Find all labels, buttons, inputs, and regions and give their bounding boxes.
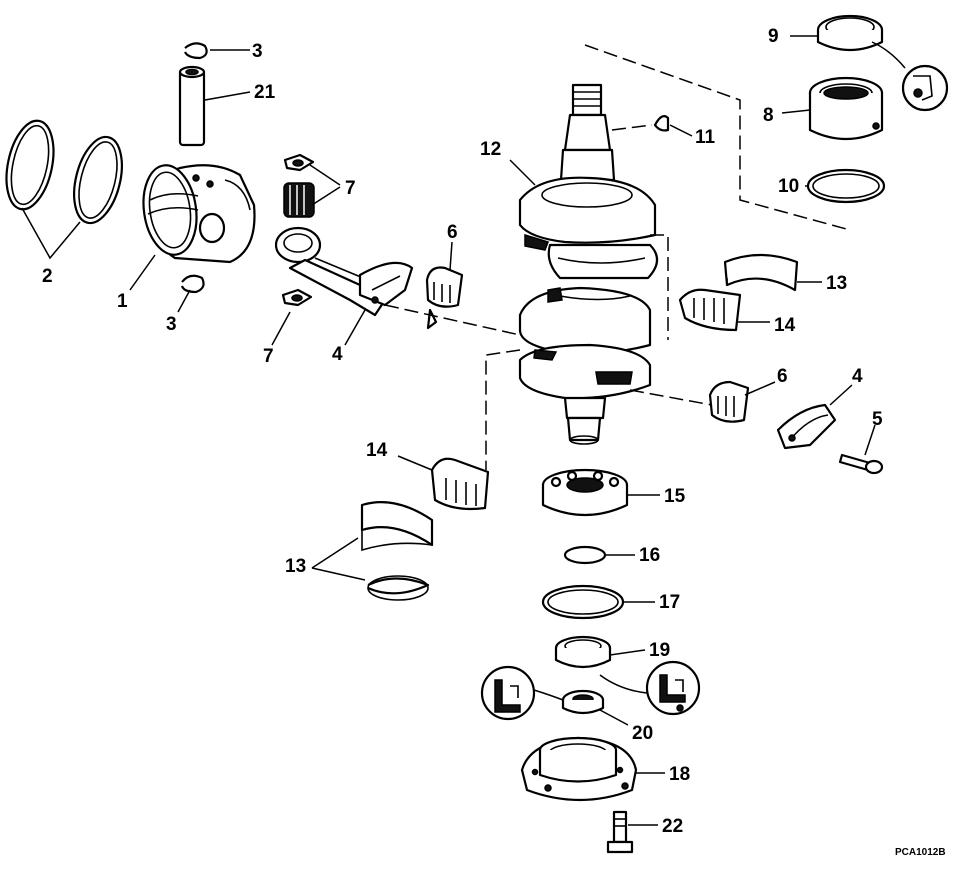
callout-11: 11	[695, 127, 716, 148]
callout-8: 8	[763, 105, 774, 126]
callout-14-right: 14	[774, 315, 796, 336]
center-main-bearing-right	[678, 288, 742, 332]
callout-6-right: 6	[777, 366, 788, 387]
callout-13-right: 13	[826, 273, 847, 294]
connecting-rod	[274, 226, 414, 317]
lower-ball-bearing	[541, 468, 629, 517]
callout-2: 2	[42, 266, 53, 287]
upper-o-ring	[806, 168, 886, 204]
callout-13-left: 13	[285, 556, 306, 577]
callout-7-top: 7	[345, 178, 356, 199]
lower-o-ring	[541, 584, 625, 620]
callout-leader-lines	[21, 35, 906, 826]
center-main-bearing-race-right	[723, 253, 799, 292]
callout-5: 5	[872, 409, 883, 430]
piston	[142, 164, 256, 264]
piston-pin-retainer-top	[184, 42, 208, 60]
housing-screw	[606, 810, 634, 854]
callout-19: 19	[649, 640, 670, 661]
upper-seal	[816, 14, 884, 52]
lower-bearing-retaining-ring	[563, 545, 607, 565]
callout-21: 21	[254, 82, 276, 103]
rod-bearing-right	[708, 380, 750, 423]
callout-1: 1	[117, 291, 128, 312]
crankshaft	[518, 83, 659, 445]
callout-3-bottom: 3	[166, 314, 177, 335]
callout-22: 22	[662, 816, 683, 837]
callout-numbers: 3 21 7 2 1 3 7 4 6 12 11 9 8 10 13 14 6 …	[42, 26, 883, 837]
wrist-pin-bearing	[281, 153, 315, 307]
center-main-bearing-left	[430, 457, 490, 511]
center-bearing-retaining-ring	[367, 575, 430, 601]
lower-seal-outer	[554, 635, 612, 669]
callout-16: 16	[639, 545, 660, 566]
upper-main-bearing	[808, 76, 884, 140]
callout-17: 17	[659, 592, 680, 613]
callout-7-bottom: 7	[263, 346, 274, 367]
connecting-rod-cap	[776, 403, 837, 450]
callout-18: 18	[669, 764, 690, 785]
lower-bearing-housing	[520, 736, 638, 802]
adhesive-symbol-icon	[645, 660, 701, 716]
lubricant-symbol-icon	[480, 665, 536, 721]
piston-pin	[178, 65, 206, 147]
callout-3-top: 3	[252, 41, 263, 62]
piston-pin-retainer-bottom	[180, 274, 205, 294]
drawing-code: PCA1012B	[895, 847, 946, 858]
connecting-rod-bolt	[838, 453, 884, 475]
callout-4-left: 4	[332, 344, 343, 365]
callout-14-left: 14	[366, 440, 388, 461]
sealer-symbol-icon	[901, 64, 949, 112]
center-main-bearing-race-left	[360, 501, 434, 552]
callout-15: 15	[664, 486, 686, 507]
lower-seal-inner	[561, 689, 605, 715]
callout-9: 9	[768, 26, 779, 47]
callout-10: 10	[778, 176, 799, 197]
callout-20: 20	[632, 723, 653, 744]
woodruff-key	[653, 115, 670, 132]
callout-6-left: 6	[447, 222, 458, 243]
assembly-alignment-lines	[384, 44, 851, 470]
callout-4-right: 4	[852, 366, 863, 387]
callout-12: 12	[480, 139, 501, 160]
piston-rings	[5, 119, 123, 225]
